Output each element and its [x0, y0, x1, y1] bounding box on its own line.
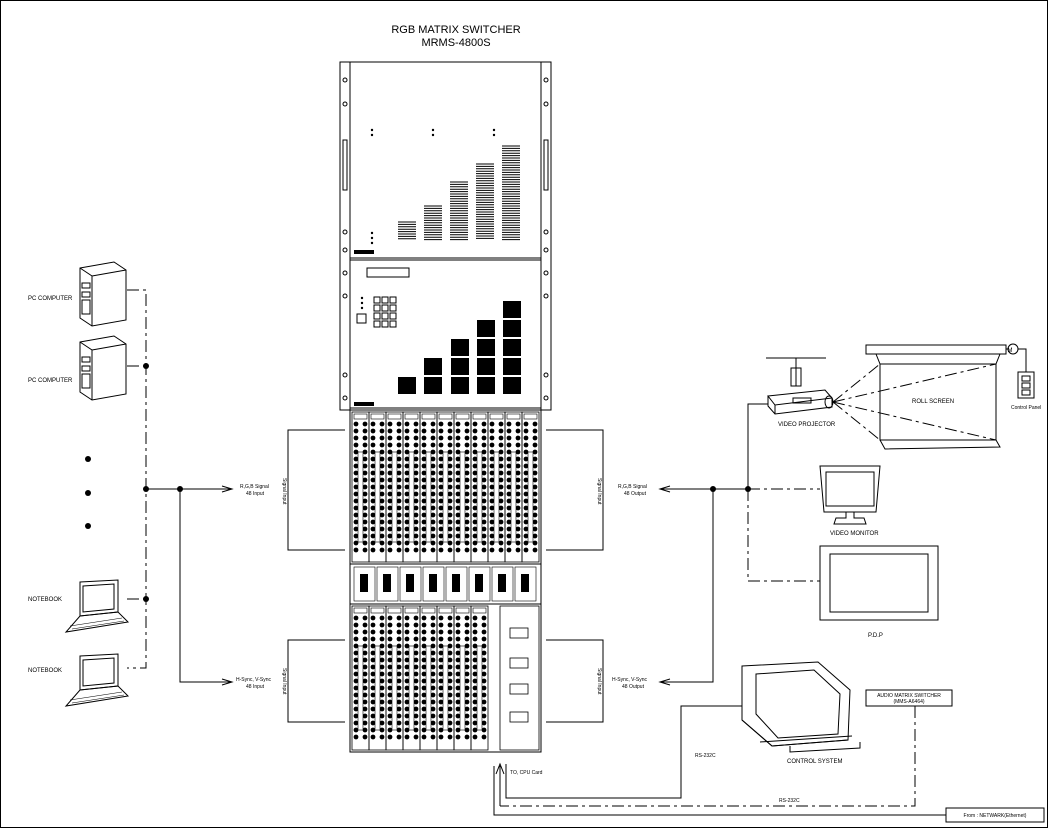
- diagram-title-line1: RGB MATRIX SWITCHER: [391, 24, 520, 36]
- sync-io-cards: [351, 605, 489, 751]
- pc-computer-1: [79, 261, 127, 327]
- network-source-box: [945, 807, 1045, 823]
- input-brackets: [287, 429, 345, 723]
- control-system-label: CONTROL SYSTEM: [787, 759, 842, 765]
- audio-matrix-switcher: [865, 689, 953, 707]
- rack-ear-left: [339, 61, 351, 411]
- lcd-display: [366, 267, 410, 278]
- network-source-label: From : NETWARK(Ethernet): [964, 813, 1027, 819]
- control-panel-leds: [360, 296, 364, 310]
- control-front-panel: [349, 259, 542, 409]
- pc-computer-2-label: PC COMPUTER: [28, 378, 73, 384]
- sync-output-label-line2: 48 Output: [622, 684, 645, 690]
- pdp-display: [819, 545, 939, 621]
- sync-card-frame: [349, 603, 542, 753]
- input-bus-lines: [127, 289, 234, 686]
- audio-matrix-label-line2: (MMS-A6464): [893, 699, 924, 705]
- notebook-2: [64, 653, 130, 707]
- output-panel-leds: [370, 128, 496, 245]
- matrix-switcher-rack: [339, 61, 552, 753]
- rs232-label-1: RS-232C: [695, 753, 716, 759]
- rs232-label-2: RS-232C: [779, 798, 800, 804]
- output-bus-lines: [658, 403, 820, 686]
- power-cpu-section: [349, 563, 542, 605]
- control-links: [493, 705, 946, 816]
- cpu-card-label: TO, CPU Card: [510, 770, 543, 776]
- pc-computer-1-label: PC COMPUTER: [28, 296, 73, 302]
- output-brackets: [546, 429, 604, 723]
- video-projector: [766, 357, 834, 415]
- sync-input-label-line2: 48 Input: [246, 684, 265, 690]
- notebook-2-label: NOTEBOOK: [28, 668, 62, 674]
- keypad: [373, 296, 397, 328]
- brand-logo-upper: [354, 250, 374, 254]
- more-sources-dots: [85, 456, 91, 529]
- pc-computer-2: [79, 335, 127, 401]
- roll-screen-label: ROLL SCREEN: [912, 399, 954, 405]
- rack-ear-right: [540, 61, 552, 411]
- brand-logo-lower: [354, 402, 374, 406]
- notebook-1: [64, 579, 130, 633]
- rgb-output-label-line1: R,G,B Signal: [618, 484, 647, 490]
- control-system-terminal: [741, 661, 861, 753]
- control-panel-label: Control Panel: [1011, 405, 1041, 411]
- diagram-title-line2: MRMS-4800S: [421, 37, 490, 49]
- input-bracket-top-label: Signal Input: [281, 478, 287, 505]
- input-bracket-bottom-label: Signal Input: [281, 668, 287, 695]
- power-cpu-modules: [353, 566, 540, 751]
- control-panel-box: [1017, 371, 1035, 399]
- output-bracket-top-label: Signal Input: [596, 478, 602, 505]
- rgb-input-label-line1: R,G,B Signal: [240, 484, 269, 490]
- rgb-output-label-line2: 48 Output: [624, 491, 647, 497]
- status-block-stair: [398, 301, 521, 394]
- output-bracket-bottom-label: Signal Input: [596, 668, 602, 695]
- notebook-1-label: NOTEBOOK: [28, 597, 62, 603]
- rack-ear-holes: [342, 77, 549, 401]
- sync-input-label-line1: H-Sync, V-Sync: [236, 677, 272, 683]
- audio-matrix-label-line1: AUDIO MATRIX SWITCHER: [877, 693, 941, 699]
- video-monitor-label: VIDEO MONITOR: [830, 531, 879, 537]
- output-front-panel: [349, 61, 542, 259]
- power-switch: [356, 313, 367, 324]
- sync-output-label-line1: H-Sync, V-Sync: [612, 677, 648, 683]
- rgb-input-label-line2: 48 Input: [246, 491, 265, 497]
- pdp-label: P.D.P: [868, 633, 883, 639]
- roll-screen: [832, 343, 1027, 450]
- video-monitor: [819, 465, 881, 525]
- video-projector-label: VIDEO PROJECTOR: [778, 422, 836, 428]
- rgb-io-cards: [351, 411, 540, 563]
- vent-hatching: [398, 145, 520, 241]
- screen-motor-label: M: [1008, 348, 1013, 354]
